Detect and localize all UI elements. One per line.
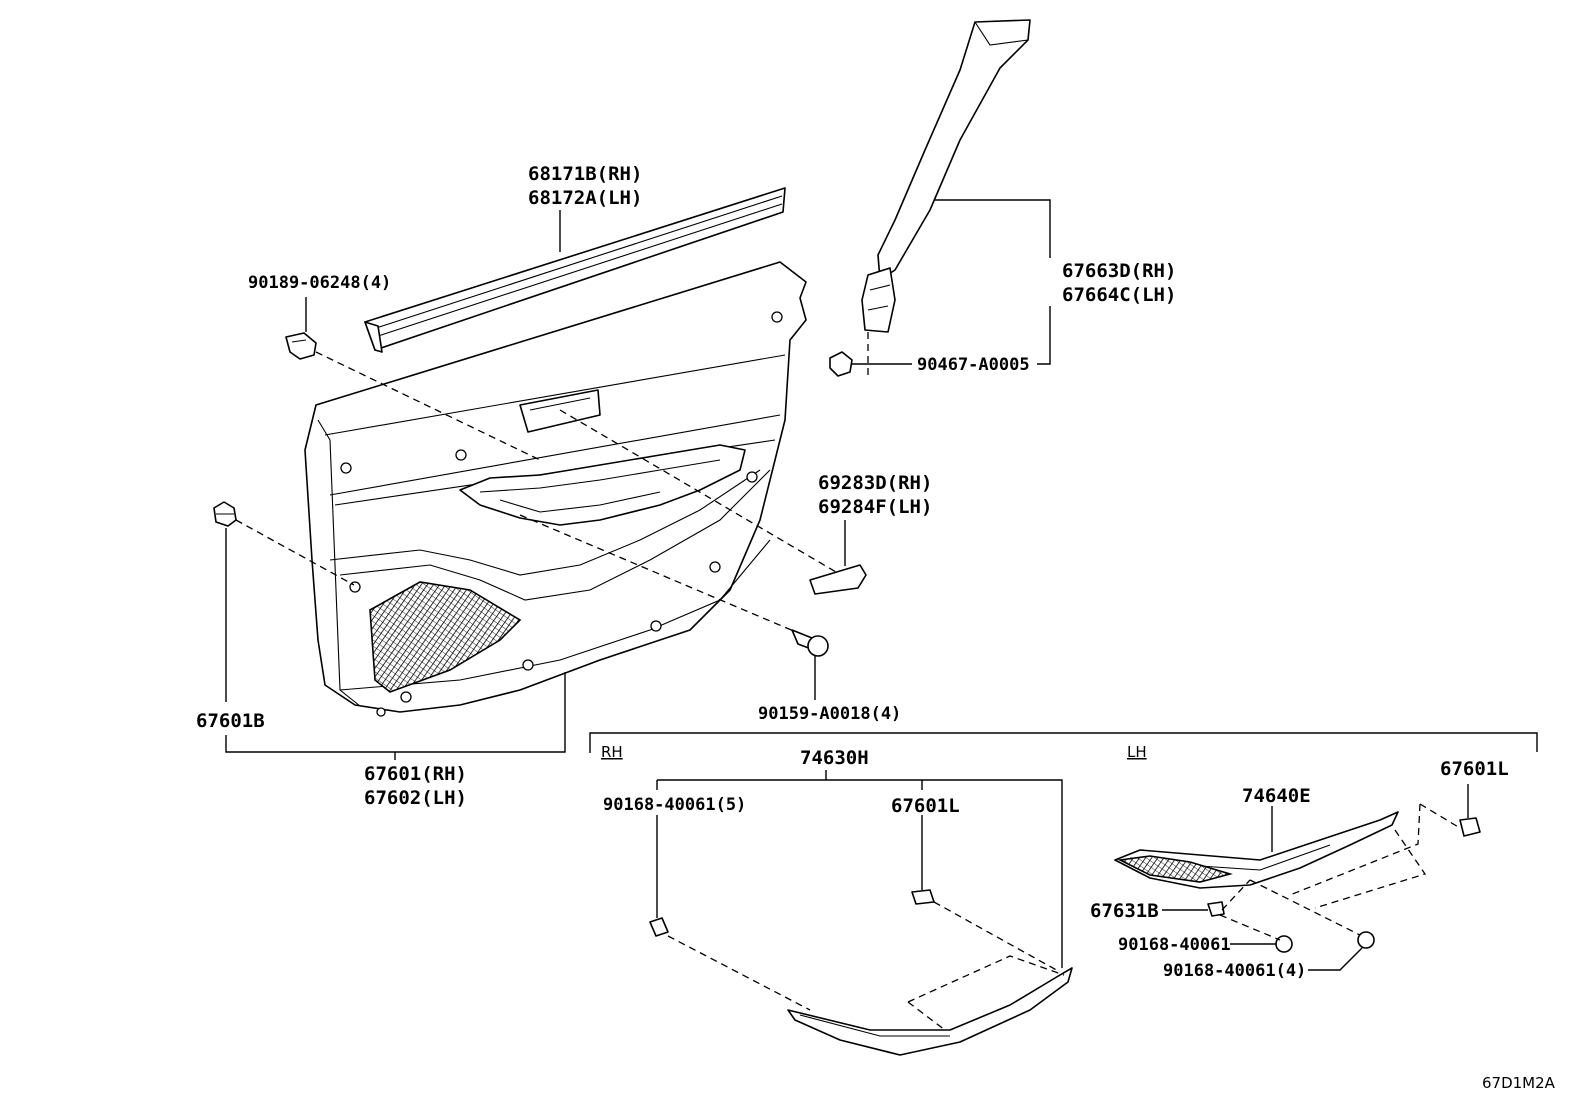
label-clip-top: 90189-06248(4) <box>248 273 391 293</box>
clip-90189 <box>285 332 317 360</box>
armrest-rh <box>787 967 1073 1056</box>
group-bracket <box>589 732 1538 753</box>
label-pillar-lh: 67664C(LH) <box>1062 284 1176 306</box>
pull-handle <box>809 564 867 595</box>
label-rh-tag: RH <box>601 743 623 761</box>
label-handle-lh: 69284F(LH) <box>818 496 932 518</box>
label-screw-lh-1: 90168-40061 <box>1118 935 1231 955</box>
label-pillar-rh: 67663D(RH) <box>1062 260 1176 282</box>
clip-67601b <box>213 501 237 527</box>
label-weatherstrip-lh: 68172A(LH) <box>528 187 642 209</box>
clip-lh-top <box>1459 817 1481 837</box>
label-handle-rh: 69283D(RH) <box>818 472 932 494</box>
label-screw: 90159-A0018(4) <box>758 704 901 724</box>
weatherstrip-belt-molding <box>364 187 786 353</box>
label-weatherstrip-rh: 68171B(RH) <box>528 163 642 185</box>
label-clip-rh: 67601L <box>891 795 960 817</box>
label-pillar-clip: 90467-A0005 <box>917 355 1030 375</box>
label-screw-lh-2: 90168-40061(4) <box>1163 961 1306 981</box>
label-armrest-rh: 74630H <box>800 747 869 769</box>
screw-lh-2 <box>1357 931 1375 949</box>
label-screw-rh: 90168-40061(5) <box>603 795 746 815</box>
label-armrest-lh: 74640E <box>1242 785 1311 807</box>
label-clip-lh-mid: 67631B <box>1090 900 1159 922</box>
screw-90159 <box>791 629 829 657</box>
diagram-code: 67D1M2A <box>1482 1074 1556 1092</box>
clip-rh <box>911 889 935 905</box>
clip-lh-mid <box>1207 901 1225 917</box>
door-trim-panel <box>304 261 807 717</box>
armrest-lh <box>1114 811 1399 889</box>
label-clip-lh-top: 67601L <box>1440 758 1509 780</box>
label-panel-lh: 67602(LH) <box>364 787 467 809</box>
screw-rh <box>649 917 669 937</box>
label-clip-left: 67601B <box>196 710 265 732</box>
speaker-grille <box>369 581 522 693</box>
pillar-garnish <box>861 19 1031 333</box>
label-lh-tag: LH <box>1127 743 1147 761</box>
screw-lh-1 <box>1275 935 1293 953</box>
label-panel-rh: 67601(RH) <box>364 763 467 785</box>
clip-90467 <box>829 351 853 377</box>
